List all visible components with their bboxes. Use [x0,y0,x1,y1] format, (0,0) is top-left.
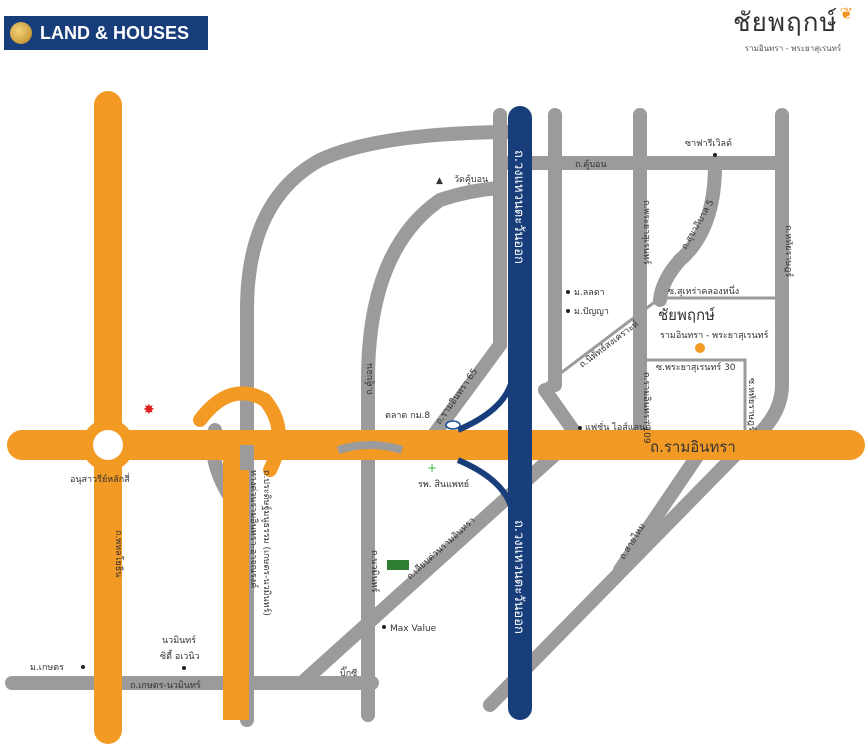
label-ram-inthra: ถ.รามอินทรา [650,438,736,456]
label-ring-road-south: ถ.วงแหวนตะวันออก [511,520,526,634]
label-kasetsart: ม.เกษตร [30,663,64,673]
road-phraya-suren [653,158,722,307]
label-phraya-suren: ถ.พระยาสุเรนทร์ [641,200,653,265]
gray-roads [5,108,789,727]
hospital-icon: + [427,461,437,475]
panya-dot [566,309,570,313]
safari-world-dot [713,153,717,157]
label-khubon: ถ.คู้บอน [575,159,607,170]
label-ring-road-north: ถ.วงแหวนตะวันออก [511,150,526,264]
project-logo: ชัยพฤกษ์ ❦ รามอินทรา - พระยาสุเรนทร์ [733,6,853,54]
label-expressway-ramintra: ทางด่วนรามอินทรา-อาจณรงค์ [248,470,260,588]
project-marker [695,343,705,353]
label-soi-phraya-suren-30: ซ.พระยาสุเรนทร์ 30 [656,361,736,373]
road-ramintra-65 [423,108,507,447]
label-fashion-island: แฟชั่น ไอส์แลนด์ [585,420,651,433]
road-khubon-curve [361,181,507,722]
road-expressway-ramintra [240,125,527,727]
label-niphat: ถ.นิพัทธ์สงเคราะห์ [577,318,641,371]
label-max-value: Max Value [390,624,437,634]
label-phahonyothin: ถ.พหลโยธิน [113,530,124,577]
label-safari-world: ซาฟารีเวิลด์ [685,137,732,149]
project-logo-subtitle: รามอินทรา - พระยาสุเรนทร์ [744,44,842,53]
label-ramintra-109: ถ.รามอินทรา 109 [641,372,652,444]
label-project-name: ชัยพฤกษ์ [658,306,715,324]
temple-icon: ▲ [436,176,443,186]
main-roads [7,91,865,744]
label-pradit-manutham: ถ.ประดิษฐ์มนูธรรม (เกษตร-นวมินทร์) [261,470,273,616]
overpass [336,441,404,454]
gas-station-icon [445,420,461,430]
max-value-dot [382,625,386,629]
label-laksi-monument: อนุสาวรีย์หลักสี่ [70,472,130,485]
label-nawamin: ถ.นวมินทร์ [369,550,381,593]
label-km8-market: ตลาด กม.8 [385,411,430,421]
coin-icon [10,22,32,44]
label-nawamin-city-2: ซิตี้ อเวนิว [160,649,200,662]
label-soi-vertical: ซ.หทัยราษฎร์ [746,378,758,431]
lalada-dot [566,290,570,294]
flame-icon: ❦ [839,4,853,23]
land-and-houses-logo: LAND & HOUSES [4,16,208,50]
label-ramintra-65: ถ.รามอินทรา 65 [433,366,480,426]
road-sai-mai [613,445,707,577]
store-icon: ✸ [143,402,155,418]
fashion-island-dot [578,426,582,430]
nawamin-city-dot [182,666,186,670]
roundabout-center [93,430,123,460]
kasetsart-dot [81,665,85,669]
tesco-icon [387,560,409,570]
label-khubon-vertical: ถ.คู้บอน [364,363,375,395]
label-big-c: บิ๊กซี [340,666,357,679]
label-lalada: ม.ลลดา [574,288,605,298]
label-hathai-rat: ถ.หทัยราษฎร์ [783,225,795,277]
minor-roads [544,296,778,440]
project-logo-row: ชัยพฤกษ์ ❦ [733,6,853,40]
label-panya: ม.ปัญญา [574,307,609,317]
label-wat-khubon: วัดคู้บอน [454,174,488,185]
project-logo-name: ชัยพฤกษ์ [732,8,838,38]
label-project-sub: รามอินทรา - พระยาสุเรนทร์ [660,329,769,341]
label-soi-klong-nueng: ซ.สุเหร่าคลองหนึ่ง [668,284,739,297]
label-liap-ramintra: ถ.เลียบด่วนรามอินทรา [405,515,478,582]
label-synphaet: รพ. สินแพทย์ [418,478,469,490]
expressway [456,106,532,720]
label-kaset-nawamin: ถ.เกษตร-นวมินทร์ [130,679,201,691]
logo-text: LAND & HOUSES [40,22,190,43]
label-nawamin-city: นวมินทร์ [162,634,196,646]
